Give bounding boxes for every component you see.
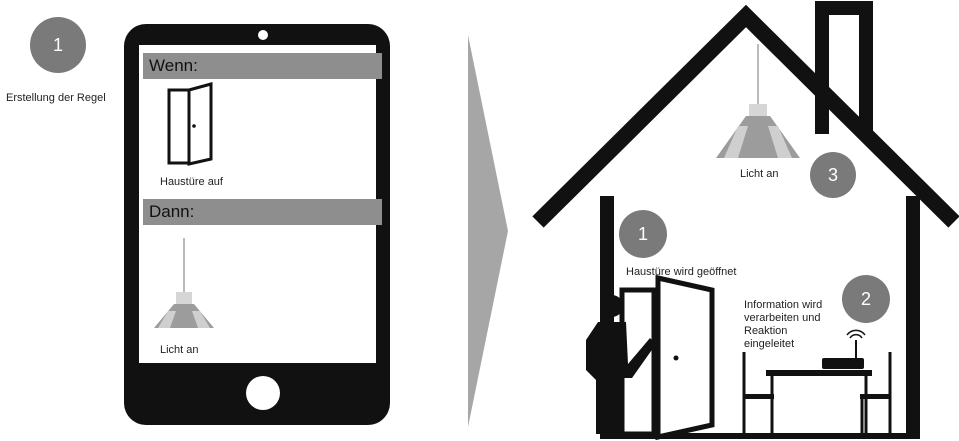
step-badge-processing: 2 (842, 275, 890, 323)
step-number: 3 (828, 165, 838, 186)
step-label-processing: Information wird verarbeiten und Reaktio… (744, 299, 826, 351)
step-label-light: Licht an (740, 167, 779, 181)
step-badge-door: 1 (619, 210, 667, 258)
step-label-door: Haustüre wird geöffnet (626, 265, 736, 279)
step-number: 2 (861, 289, 871, 310)
step-number: 1 (638, 224, 648, 245)
step-badge-light: 3 (810, 152, 856, 198)
